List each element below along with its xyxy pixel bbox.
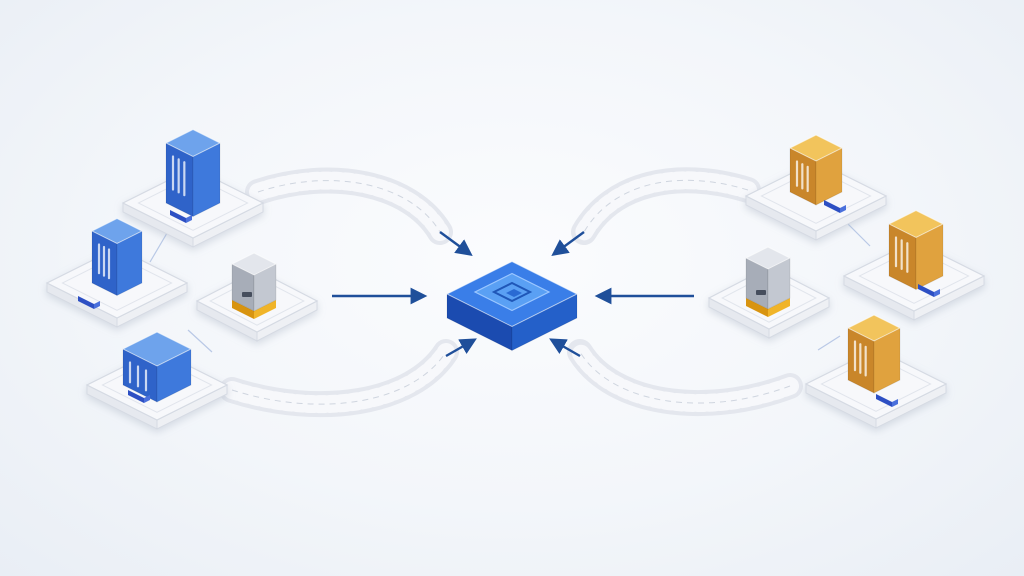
chip-left-top <box>170 210 192 223</box>
central-hub-core-dot <box>506 289 522 297</box>
left-inner-node-base-right <box>254 300 276 319</box>
right-inner-node-base-right <box>768 298 790 317</box>
left-middle-node-face-top <box>90 217 144 245</box>
chip-left-middle-chip-side <box>94 301 100 309</box>
left-bottom-node-platform-inset <box>101 357 213 413</box>
chip-right-bottom-chip <box>876 394 892 407</box>
chain-left-top-outline <box>257 180 441 233</box>
right-top-node-platform-inset <box>760 168 872 224</box>
chain-right-top-outline <box>583 179 749 233</box>
left-middle-node-platform-inset <box>61 255 173 311</box>
chip-left-top-chip <box>170 210 186 223</box>
left-inner-node-face-top <box>230 252 278 276</box>
right-inner-node-port <box>756 290 766 295</box>
chip-right-middle <box>918 284 940 297</box>
link-right-top-middle <box>845 221 871 247</box>
link-right-inner-bottom <box>817 335 841 351</box>
right-top-node <box>788 134 844 206</box>
right-middle-node-platform-inset <box>858 248 970 304</box>
central-hub <box>445 260 579 352</box>
right-bottom-node <box>846 314 902 394</box>
chip-right-top <box>824 200 846 213</box>
arrow-right-top-to-hub <box>551 231 585 256</box>
right-top-node-face-top <box>788 134 844 162</box>
link-left-middle-bottom <box>187 329 213 353</box>
chain-right-top <box>571 167 761 245</box>
chip-left-middle-chip <box>78 296 94 309</box>
left-top-node <box>164 128 222 218</box>
left-inner-node-port <box>242 292 252 297</box>
chip-right-bottom-chip-side <box>892 399 898 407</box>
left-middle-node <box>90 217 144 297</box>
chip-left-bottom-chip <box>128 390 144 403</box>
right-bottom-node-face-top <box>846 314 902 342</box>
chip-right-bottom <box>876 394 898 407</box>
right-middle-node-face-top <box>887 209 945 239</box>
right-inner-node-base-left <box>746 298 768 317</box>
chip-left-bottom-chip-side <box>144 395 150 403</box>
left-inner-node-base-left <box>232 300 254 319</box>
right-middle-node <box>887 209 945 291</box>
arrow-left-bottom-to-hub <box>445 338 477 358</box>
left-bottom-node <box>121 331 193 403</box>
arrow-left-top-to-hub <box>439 231 473 256</box>
right-inner-node-platform-inset <box>721 273 817 323</box>
chip-right-top-chip-side <box>840 205 846 213</box>
left-inner-node <box>230 252 278 319</box>
chain-left-bottom <box>219 339 459 418</box>
left-inner-node-platform-inset <box>209 276 305 326</box>
right-bottom-node-platform-inset <box>820 356 932 412</box>
chip-right-middle-chip-side <box>934 289 940 297</box>
left-top-node-platform-inset <box>137 175 249 231</box>
left-top-node-face-top <box>164 128 222 158</box>
chip-right-middle-chip <box>918 284 934 297</box>
arrow-right-bottom-to-hub <box>549 338 581 358</box>
right-inner-node <box>744 246 792 317</box>
chip-left-middle <box>78 296 100 309</box>
chip-right-top-chip <box>824 200 840 213</box>
right-inner-node-face-top <box>744 246 792 270</box>
chain-right-bottom-outline <box>579 351 791 404</box>
left-bottom-node-face-top <box>121 331 193 367</box>
chain-left-top-links <box>249 171 449 241</box>
central-hub-core-icon <box>491 281 533 303</box>
left-top-node-platform <box>121 167 265 248</box>
chip-left-bottom <box>128 390 150 403</box>
chip-left-top-chip-side <box>186 215 192 223</box>
chain-left-top <box>245 167 453 245</box>
chain-left-bottom-outline <box>231 351 447 405</box>
chain-right-bottom <box>567 339 803 417</box>
